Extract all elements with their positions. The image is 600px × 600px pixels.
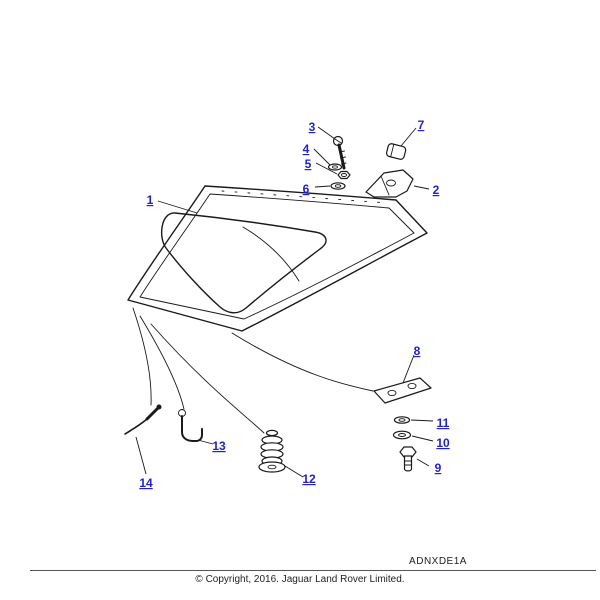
callout-10[interactable]: 10	[436, 436, 450, 450]
part-8-plate	[373, 377, 432, 404]
callout-13[interactable]: 13	[212, 439, 226, 453]
callout-11[interactable]: 11	[437, 416, 450, 430]
part-14-cable	[124, 404, 162, 435]
part-11-washer	[393, 416, 411, 424]
callout-12[interactable]: 12	[302, 472, 316, 486]
part-10-washer	[392, 430, 412, 440]
part-12-buffer-spring	[258, 429, 286, 473]
part-6-washer	[330, 182, 346, 190]
leader-lines	[135, 126, 434, 478]
diagram-code: ADNXDE1A	[409, 556, 467, 567]
part-3-bolt	[332, 135, 347, 170]
callout-4[interactable]: 4	[303, 142, 310, 156]
callout-7[interactable]: 7	[418, 118, 425, 132]
rivet-marks	[221, 190, 389, 204]
part-9-bolt	[399, 446, 417, 472]
part-7-buffer	[385, 143, 407, 160]
footer-divider	[30, 570, 596, 571]
callout-14[interactable]: 14	[139, 476, 153, 490]
copyright-text: © Copyright, 2016. Jaguar Land Rover Lim…	[195, 574, 405, 585]
callout-8[interactable]: 8	[414, 344, 421, 358]
callout-9[interactable]: 9	[435, 461, 442, 475]
callout-1[interactable]: 1	[147, 193, 154, 207]
callout-2[interactable]: 2	[433, 183, 440, 197]
bonnet-recess	[160, 212, 327, 314]
callout-5[interactable]: 5	[305, 157, 312, 171]
bonnet-crease	[242, 226, 300, 282]
construction-curves	[132, 307, 374, 434]
callout-3[interactable]: 3	[309, 120, 316, 134]
part-5-nut	[337, 170, 351, 180]
callout-6[interactable]: 6	[303, 182, 310, 196]
part-4-washer	[327, 163, 343, 171]
part-13-hook	[178, 409, 203, 442]
part-2-bracket	[365, 169, 414, 198]
bonnet-panel	[127, 185, 428, 332]
